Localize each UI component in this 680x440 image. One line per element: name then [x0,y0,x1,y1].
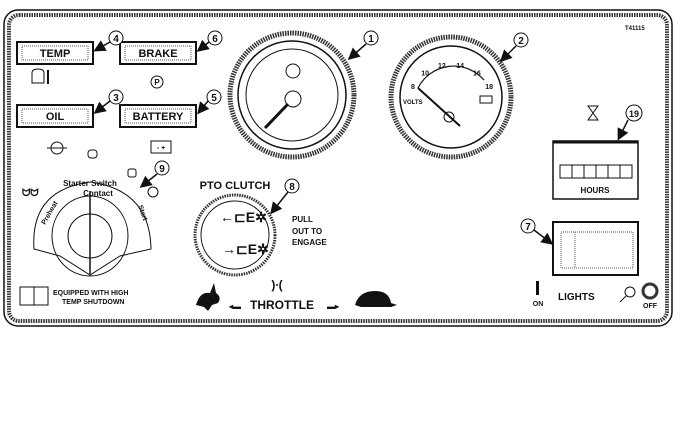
svg-text:OUT TO: OUT TO [292,227,322,236]
panel-outer-frame [3,9,673,327]
temperature-gauge [227,30,357,160]
battery-icon [479,95,493,104]
svg-text:Contact: Contact [83,189,113,198]
hourglass-icon [587,105,599,121]
choke-icon: )∙( [271,278,282,292]
svg-text:PULL: PULL [292,215,313,224]
svg-text:5: 5 [211,93,217,104]
battery-icon [150,140,172,154]
voltmeter-tick-label: 14 [456,63,464,70]
voltmeter-tick-label: 12 [438,63,446,70]
panel-inner-frame [7,13,669,323]
svg-text:VOLTS: VOLTS [403,100,423,106]
voltmeter-tick-label: 8 [411,84,415,91]
svg-text:OFF: OFF [643,303,658,310]
svg-text:HOURS: HOURS [581,186,611,195]
hour-digit-cell [619,164,633,179]
engine-temp-icon [31,68,45,84]
slow-turtle-icon [355,291,397,307]
throttle-control[interactable]: )∙( ◂▬ THROTTLE ▬▸ [196,278,397,312]
off-indicator-icon [641,282,659,300]
svg-text:8: 8 [289,182,295,193]
svg-text:BATTERY: BATTERY [133,111,184,123]
hour-digit-cell [607,164,621,179]
svg-text:2: 2 [518,36,524,47]
svg-text:Starter Switch: Starter Switch [63,179,117,188]
hour-digit-cell [571,164,585,179]
gauge-needle [417,87,461,127]
voltmeter-gauge: VOLTS 8 10 12 14 16 18 [388,34,514,160]
starter-switch[interactable]: Starter Switch Contact Preheat Start ᗢᗢ [22,149,159,277]
voltmeter-tick-label: 16 [473,70,481,77]
svg-text:3: 3 [113,93,119,104]
gauge-needle [263,102,290,130]
svg-text:P: P [154,78,160,87]
high-temp-shutdown-notice: EQUIPPED WITH HIGH TEMP SHUTDOWN [19,286,128,306]
svg-text:PTO CLUTCH: PTO CLUTCH [200,180,271,192]
svg-text:9: 9 [159,164,165,175]
svg-text:7: 7 [525,222,531,233]
svg-text:4: 4 [113,34,119,45]
svg-text:6: 6 [212,34,218,45]
svg-text:ON: ON [533,301,544,308]
svg-text:▬▸: ▬▸ [327,302,340,311]
brake-indicator: BRAKE P [119,41,197,89]
svg-text:TEMP SHUTDOWN: TEMP SHUTDOWN [62,299,124,306]
voltmeter-tick-label: 18 [485,84,493,91]
svg-text:THROTTLE: THROTTLE [250,298,314,312]
push-arrow-icon: →⊏E✲ [222,241,269,257]
on-indicator-icon [536,281,539,295]
svg-text:BRAKE: BRAKE [138,48,177,60]
temp-indicator: TEMP [16,41,94,84]
svg-text:LIGHTS: LIGHTS [558,292,595,303]
svg-text:TEMP: TEMP [40,48,71,60]
svg-text:1: 1 [368,34,374,45]
hour-digit-cell [559,164,573,179]
svg-text:- +: - + [157,145,165,152]
preheat-glow-plug-icon: ᗢᗢ [22,187,39,199]
engine-icon [285,63,301,79]
lights-controls: ON LIGHTS OFF [533,281,659,310]
light-switch[interactable] [552,221,639,276]
svg-text:Preheat: Preheat [41,200,60,226]
engine-icon [127,168,137,178]
figure-code: T41115 [625,26,645,32]
svg-text:OIL: OIL [46,111,65,123]
hour-digit-cell [595,164,609,179]
hour-meter: HOURS [552,105,639,200]
headlight-icon [624,286,636,298]
parking-brake-icon [150,75,164,89]
pto-clutch-knob[interactable]: PTO CLUTCH ←⊏E✲ →⊏E✲ PULL OUT TO ENGAGE [193,180,327,277]
svg-text:19: 19 [629,109,639,119]
callouts: 4 6 3 5 1 2 19 7 9 8 [93,30,643,245]
voltmeter-tick-label: 10 [421,70,429,77]
engine-icon [147,186,159,198]
svg-text:EQUIPPED WITH HIGH: EQUIPPED WITH HIGH [53,290,128,297]
battery-indicator: BATTERY - + [119,104,197,154]
oil-indicator: OIL [16,104,94,155]
pull-arrow-icon: ←⊏E✲ [220,209,267,225]
engine-icon [87,149,98,159]
hour-digit-cell [583,164,597,179]
svg-text:Start: Start [136,204,148,222]
svg-text:ENGAGE: ENGAGE [292,238,327,247]
svg-text:◂▬: ◂▬ [228,302,241,311]
fast-rabbit-icon [196,283,220,311]
